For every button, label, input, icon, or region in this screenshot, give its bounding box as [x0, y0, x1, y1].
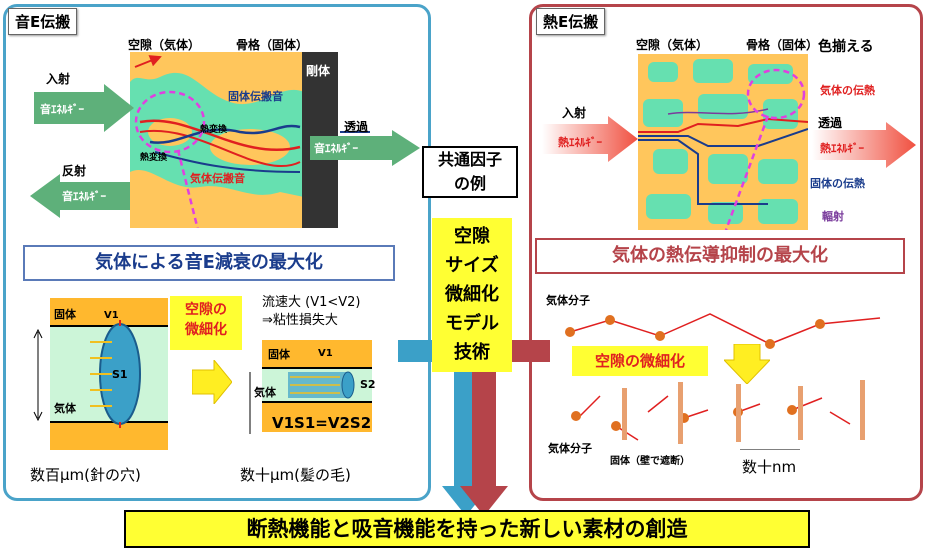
gas-small-label: 気体: [254, 386, 276, 399]
v1-label: V1: [104, 310, 119, 321]
gas-sound-label: 気体伝搬音: [190, 172, 245, 185]
size-tens-um-label: 数十μm(髪の毛): [240, 466, 351, 484]
transmit-label: 透過: [344, 120, 369, 134]
heat-transmit-arrow-icon: [812, 122, 916, 168]
heat-exchange-label-2: 熱変換: [140, 153, 168, 163]
size-hundreds-um-label: 数百μm(針の穴): [30, 466, 141, 484]
rigid-label: 剛体: [306, 64, 331, 78]
sound-reflect-arrow-icon: [30, 174, 130, 218]
viscous-loss-text: ⇒粘性損失大: [262, 313, 338, 328]
heat-incident-label: 入射: [562, 106, 587, 120]
left-skeleton-label: 骨格（固体）: [236, 38, 309, 52]
bottom-banner: 断熱機能と吸音機能を持った新しい素材の創造: [124, 510, 810, 548]
size-tens-nm-label: 数十nm: [742, 458, 797, 476]
left-gap-label: 空隙（気体）: [128, 38, 201, 52]
right-arrow-icon: [192, 360, 232, 404]
small-pore-diagram: [249, 340, 372, 434]
left-refine-box: 空隙の 微細化: [170, 296, 242, 350]
sound-transmit-arrow-icon: [310, 130, 420, 166]
color-align-note: 色揃える: [818, 39, 874, 55]
incident-energy-label: 音ｴﾈﾙｷﾞｰ: [40, 103, 84, 116]
solid-small-label: 固体: [268, 348, 290, 361]
right-refine-box: 空隙の微細化: [572, 346, 708, 376]
gas-molecule-label-2: 気体分子: [548, 442, 592, 455]
down-arrow-icon: [724, 344, 770, 384]
large-pore-diagram: [33, 298, 168, 450]
heat-transmit-label: 透過: [818, 116, 843, 130]
heat-incident-energy: 熱ｴﾈﾙｷﾞｰ: [558, 136, 602, 149]
gap-size-model-box: 空隙 サイズ 微細化 モデル 技術: [432, 218, 512, 372]
heat-propagation-tag: 熱E伝搬: [536, 8, 606, 35]
gas-side-label: 気体: [54, 402, 76, 415]
sound-porous-diagram: [130, 52, 370, 228]
gas-heat-label: 気体の伝熱: [820, 84, 875, 97]
heat-exchange-label-1: 熱変換: [200, 125, 228, 135]
transmit-energy-label: 音ｴﾈﾙｷﾞｰ: [314, 142, 358, 155]
right-gap-label: 空隙（気体）: [636, 38, 709, 52]
heat-suppression-title: 気体の熱伝導抑制の最大化: [535, 238, 905, 274]
s2-label: S2: [360, 378, 376, 391]
sound-attenuation-title: 気体による音E減衰の最大化: [23, 245, 395, 281]
v1b-label: V1: [318, 348, 333, 359]
heat-incident-arrow-icon: [542, 116, 638, 162]
wall-block-label: 固体（壁で遮断）: [610, 456, 690, 467]
gas-molecule-label-1: 気体分子: [546, 294, 590, 307]
solid-top-label: 固体: [54, 308, 76, 321]
reflect-label: 反射: [62, 164, 87, 178]
molecule-path-diagram: [565, 313, 881, 450]
reflect-energy-label: 音ｴﾈﾙｷﾞｰ: [62, 190, 106, 203]
right-skeleton-label: 骨格（固体）: [746, 38, 819, 52]
sound-propagation-tag: 音E伝搬: [8, 8, 78, 35]
solid-heat-label: 固体の伝熱: [810, 177, 865, 190]
continuity-formula: V1S1=V2S2: [272, 414, 372, 432]
s1-label: S1: [112, 368, 128, 381]
flow-speed-text: 流速大 (V1<V2): [262, 295, 361, 310]
incident-label: 入射: [46, 72, 71, 86]
heat-transmit-energy: 熱ｴﾈﾙｷﾞｰ: [820, 142, 864, 155]
heat-porous-diagram: [638, 54, 808, 230]
radiation-label: 輻射: [822, 210, 844, 223]
common-factor-box: 共通因子 の例: [422, 146, 518, 198]
sound-incident-arrow-icon: [34, 84, 134, 132]
solid-sound-label: 固体伝搬音: [228, 90, 283, 103]
